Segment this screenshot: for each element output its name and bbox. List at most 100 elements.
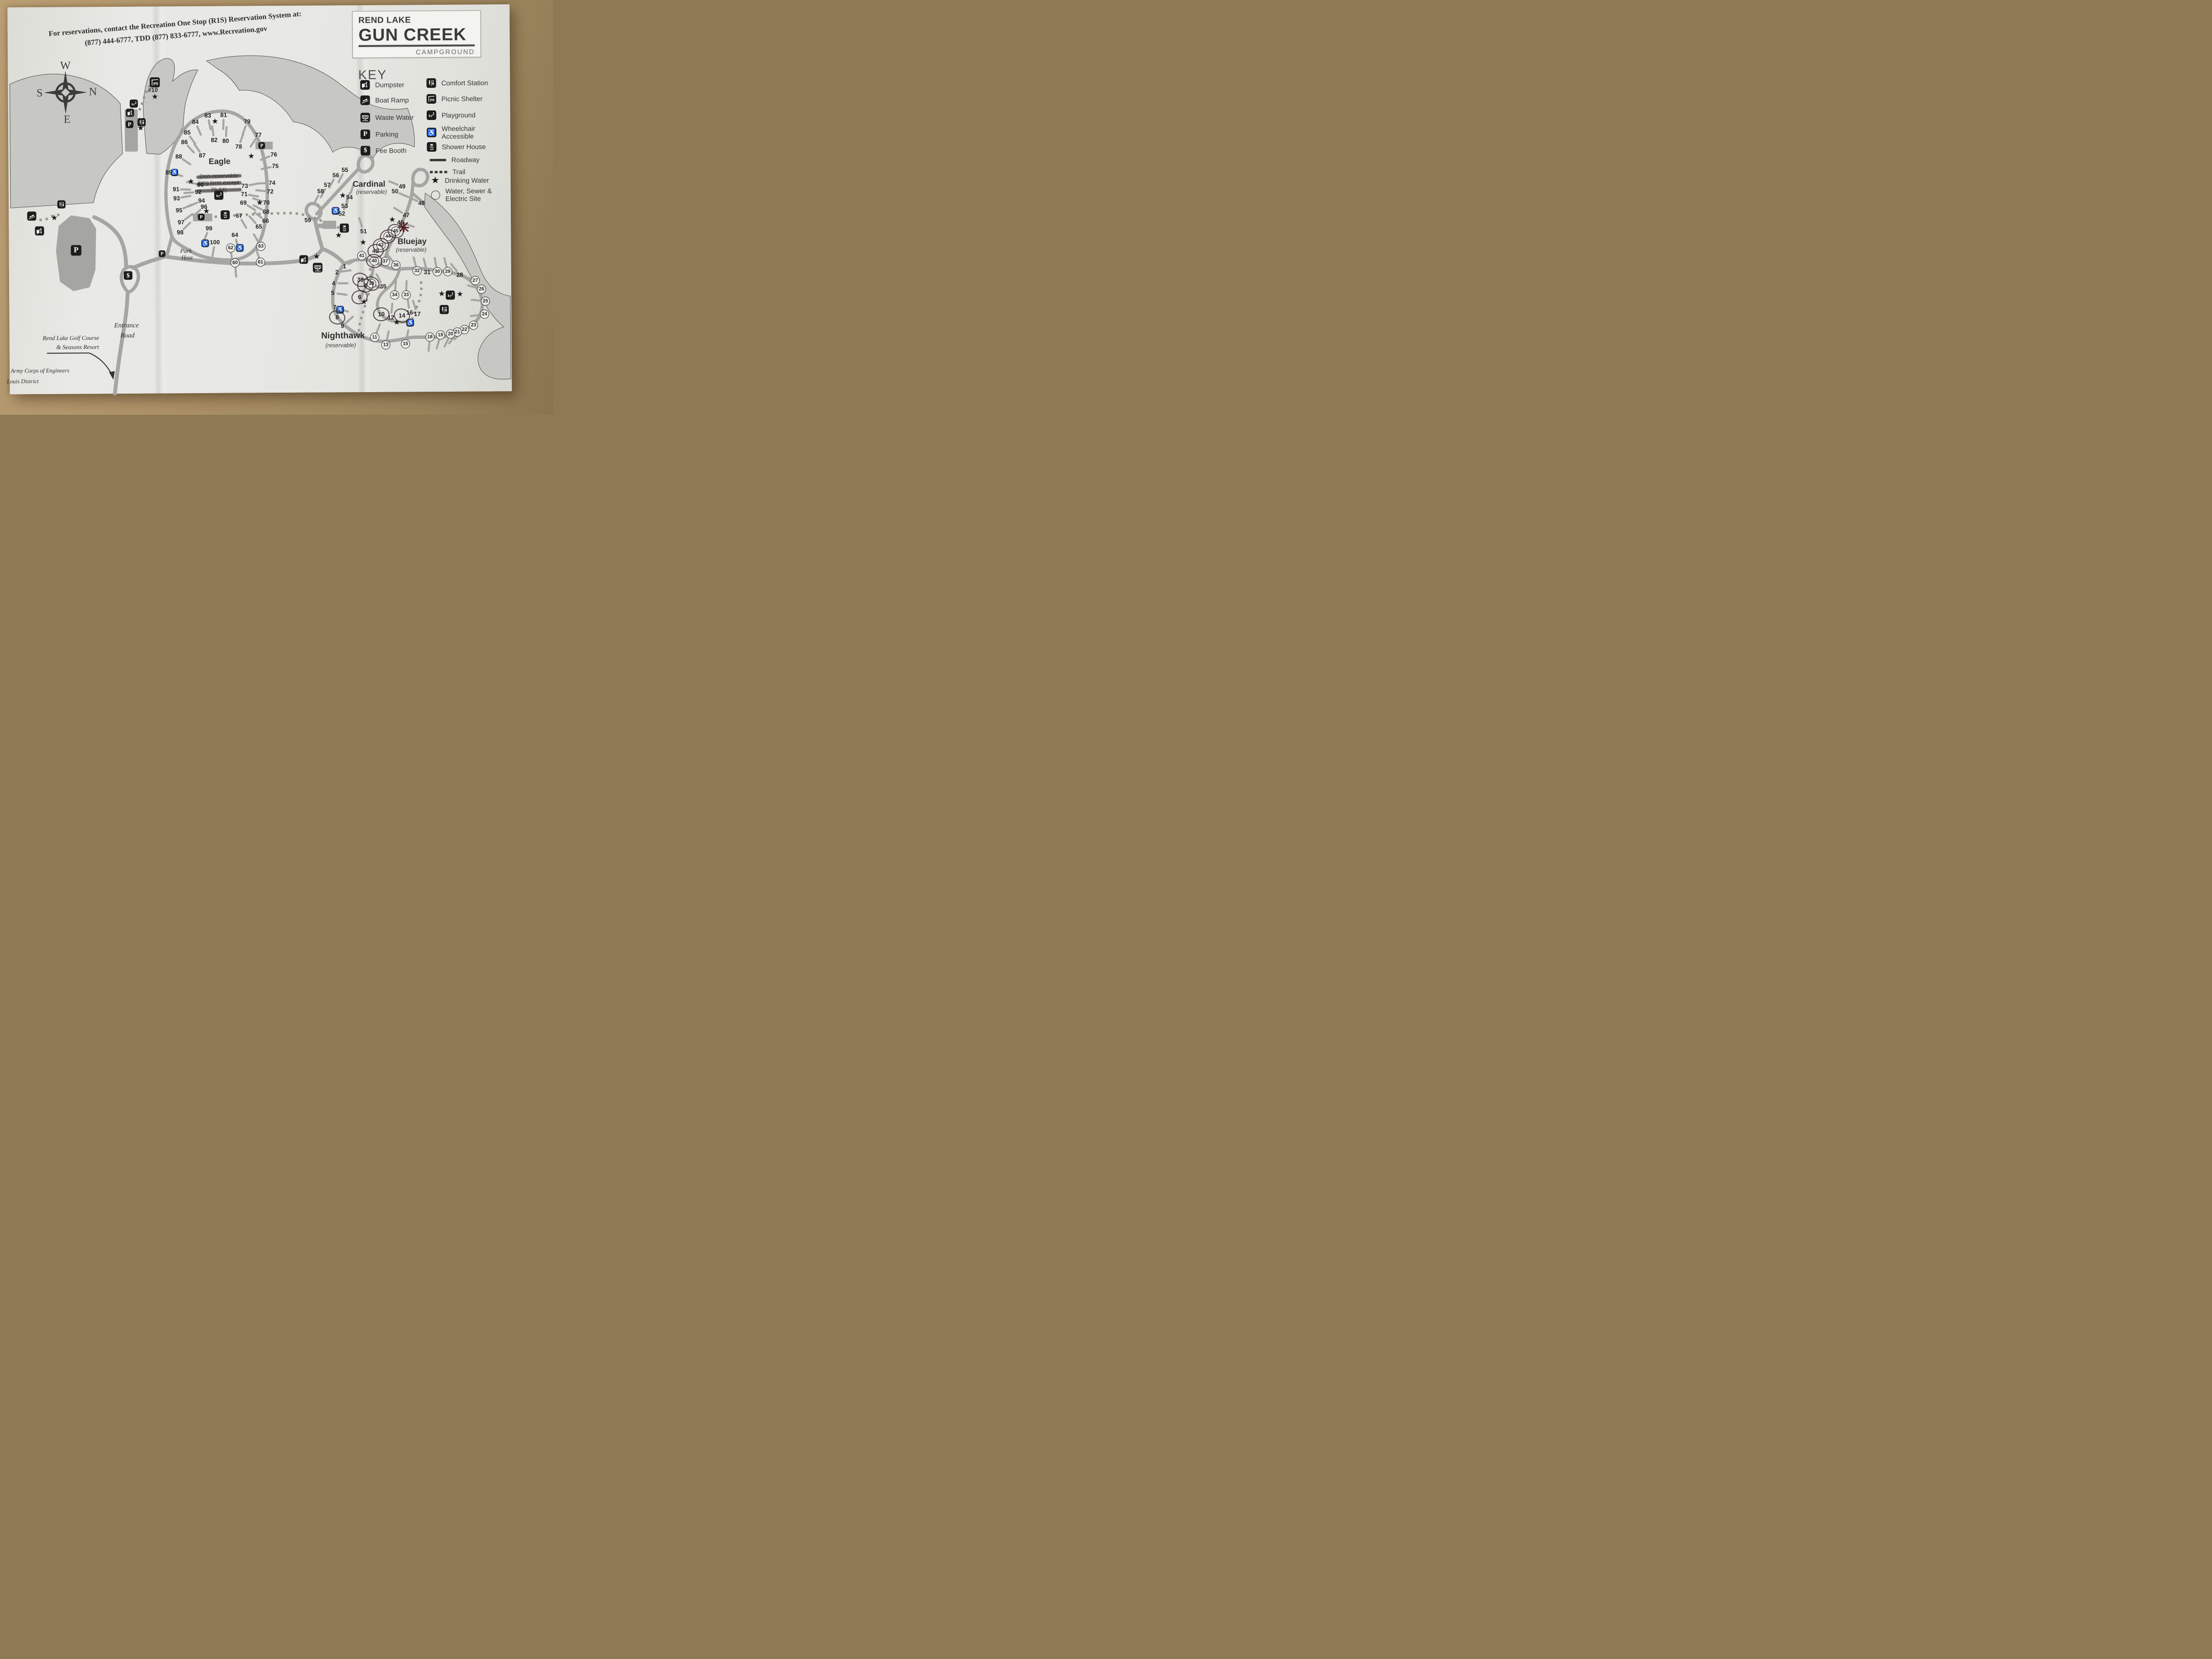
site-spur-15 bbox=[405, 329, 409, 340]
key-item-shower-house: Shower House bbox=[427, 142, 486, 152]
key-label: Dumpster bbox=[375, 81, 405, 89]
park-host-label-line2: Host bbox=[181, 254, 193, 261]
site-spur-87 bbox=[193, 143, 201, 153]
wheelchair-icon: ♿ bbox=[426, 128, 437, 138]
lake-area bbox=[143, 58, 199, 155]
golf-course-arrow bbox=[47, 352, 115, 380]
site-spur-27 bbox=[461, 274, 472, 280]
key-label: Roadway bbox=[451, 156, 480, 164]
site-spur-76 bbox=[260, 155, 271, 161]
compass-rose bbox=[44, 71, 87, 114]
site-spur-51 bbox=[358, 217, 363, 228]
site-spur-64 bbox=[235, 239, 240, 250]
entrance-road-label-line1: Entrance bbox=[114, 322, 139, 330]
playground-icon bbox=[426, 110, 436, 120]
site-spur-82 bbox=[211, 125, 215, 136]
site-spur-25 bbox=[470, 299, 482, 302]
loop-name-bluejay: Bluejay bbox=[397, 237, 427, 246]
site-spur-75 bbox=[261, 166, 272, 170]
key-item-dumpster: Dumpster bbox=[360, 80, 404, 90]
site-spur-90 bbox=[186, 181, 197, 185]
site-spur-52 bbox=[343, 200, 349, 211]
site-spur-96 bbox=[192, 209, 202, 217]
key-item-playground: Playground bbox=[426, 110, 476, 120]
site-spur-98 bbox=[182, 221, 192, 230]
site-spur-12 bbox=[390, 302, 394, 314]
site-spur-35 bbox=[375, 273, 382, 283]
site-spur-60 bbox=[234, 266, 237, 278]
title-subtitle: CAMPGROUND bbox=[416, 48, 475, 56]
site-spur-70 bbox=[252, 197, 263, 203]
roadway-symbol bbox=[430, 158, 446, 161]
army-corps-label-line1: Army Corps of Engineers bbox=[11, 367, 70, 374]
site-spur-13 bbox=[385, 330, 390, 341]
site-spur-24 bbox=[469, 313, 481, 317]
key-item-drinking-water: ★ Drinking Water bbox=[431, 175, 489, 186]
water-sewer-electric-circle-icon bbox=[431, 190, 440, 200]
comfort-station-icon bbox=[426, 78, 436, 88]
site-spur-92 bbox=[183, 191, 194, 194]
site-spur-68 bbox=[252, 204, 263, 211]
key-item-picnic-shelter: Picnic Shelter bbox=[426, 94, 483, 104]
key-label: Trail bbox=[452, 168, 466, 176]
site-spur-57 bbox=[320, 188, 326, 199]
nighthawk-note: (reservable) bbox=[325, 341, 356, 349]
key-item-comfort-station: Comfort Station bbox=[426, 78, 488, 88]
site-spur-20 bbox=[443, 337, 450, 348]
site-spur-66 bbox=[253, 211, 263, 219]
dumpster-icon bbox=[360, 80, 370, 90]
fee-booth-icon: $ bbox=[361, 145, 371, 156]
waste-water-icon bbox=[360, 112, 370, 122]
site-spur-53 bbox=[345, 192, 351, 203]
site-spur-97 bbox=[184, 213, 193, 221]
key-item-boat-ramp: Boat Ramp bbox=[360, 95, 409, 105]
boat-ramp-icon bbox=[360, 95, 370, 105]
loop-name-eagle: Eagle bbox=[208, 156, 231, 166]
site-spur-62 bbox=[230, 252, 233, 263]
key-label: Boat Ramp bbox=[375, 96, 409, 104]
site-spur-2 bbox=[340, 269, 352, 273]
key-label: Picnic Shelter bbox=[441, 95, 483, 103]
map-graphics bbox=[9, 55, 511, 396]
site-spur-26 bbox=[467, 284, 478, 289]
title-campground-name: GUN CREEK bbox=[359, 24, 475, 47]
site-spur-85 bbox=[189, 135, 196, 145]
site-spur-34 bbox=[394, 280, 397, 291]
key-label: Shower House bbox=[442, 143, 486, 151]
site-spur-9 bbox=[345, 315, 354, 324]
site-spur-91 bbox=[180, 188, 191, 191]
site-spur-61 bbox=[255, 248, 260, 259]
entrance-road-label-line2: Road bbox=[120, 332, 135, 339]
key-item-trail: Trail bbox=[430, 168, 466, 176]
picnic-shelter-icon bbox=[426, 94, 436, 104]
site-spur-7 bbox=[338, 308, 349, 313]
eagle-note-line: (non-reservable bbox=[198, 173, 239, 180]
site-spur-32 bbox=[412, 256, 417, 267]
eagle-note-line: long term except bbox=[198, 180, 240, 186]
key-item-waste-water: Waste Water bbox=[360, 112, 414, 122]
key-label: Drinking Water bbox=[445, 176, 489, 184]
key-label: Fee Booth bbox=[375, 146, 407, 155]
eagle-note-struck-out: (non-reservable long term except 76-84) bbox=[198, 173, 239, 194]
site-spur-67 bbox=[240, 219, 247, 229]
site-spur-49 bbox=[388, 180, 399, 186]
site-spur-48 bbox=[408, 196, 419, 202]
key-label: Waste Water bbox=[375, 113, 414, 121]
site-spur-29 bbox=[443, 257, 448, 268]
site-spur-28 bbox=[450, 263, 458, 272]
key-item-water-sewer-electric: Water, Sewer & Electric Site bbox=[431, 187, 502, 203]
site-spur-95 bbox=[182, 204, 193, 210]
site-spur-11 bbox=[375, 323, 381, 334]
title-park-name: REND LAKE bbox=[358, 15, 411, 25]
site-spur-50 bbox=[398, 192, 409, 198]
key-label: Comfort Station bbox=[441, 79, 488, 87]
site-spur-17 bbox=[412, 300, 417, 311]
site-spur-58 bbox=[313, 194, 320, 205]
map-title-box: REND LAKE GUN CREEK CAMPGROUND bbox=[352, 10, 481, 59]
site-spur-1 bbox=[348, 258, 358, 265]
site-spur-18 bbox=[427, 340, 431, 352]
lake-area bbox=[9, 73, 123, 208]
site-spur-78 bbox=[239, 132, 245, 144]
